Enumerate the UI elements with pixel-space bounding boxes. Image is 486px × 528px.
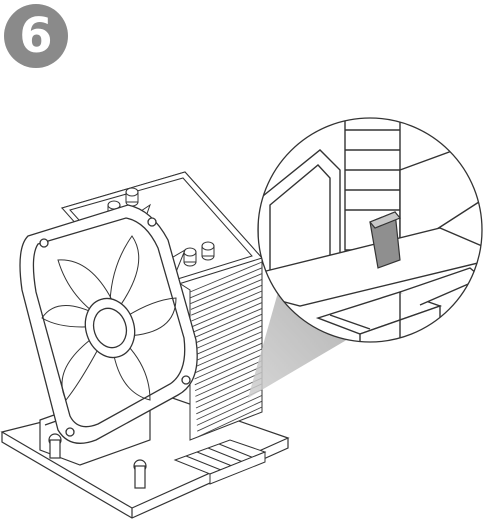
socket-blocks (173, 439, 267, 485)
mounting-clip-highlight (369, 211, 401, 269)
step-number-badge: 6 (4, 4, 68, 68)
fan-assembly (19, 204, 198, 444)
step-number: 6 (19, 8, 53, 64)
mounting-clip-zoom-callout (258, 118, 482, 342)
